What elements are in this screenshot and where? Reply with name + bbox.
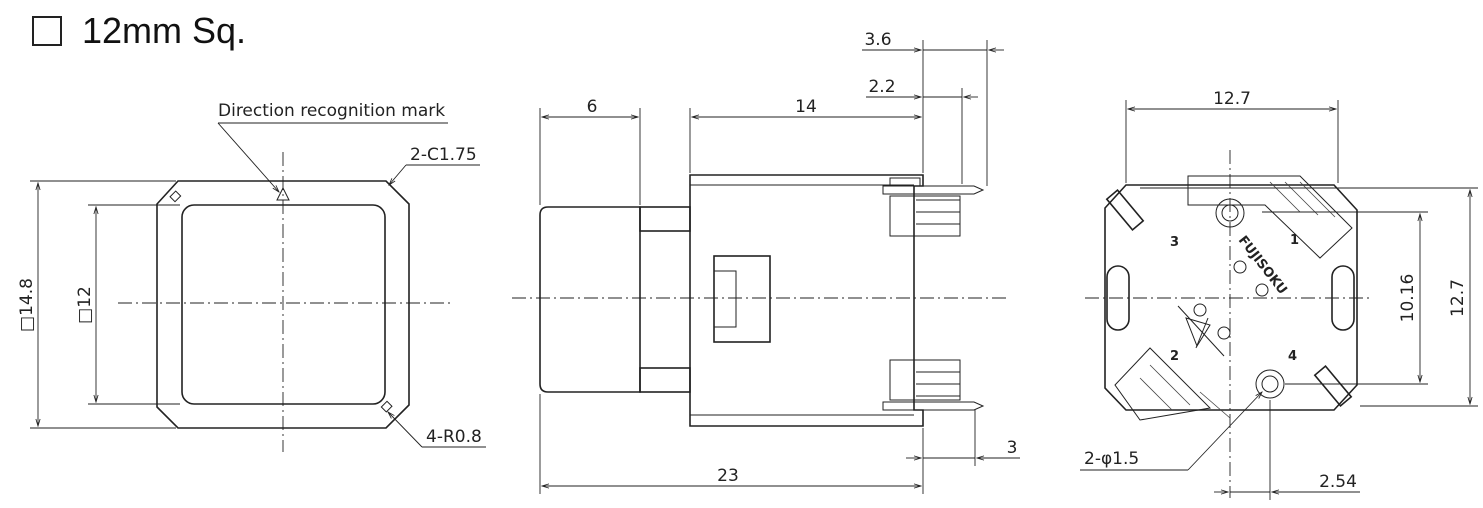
brand-text: FUJISOKU: [1235, 233, 1290, 297]
small-hole: [1193, 303, 1207, 317]
pin-hole-2: [1255, 369, 1285, 399]
radius-leader-arrow: [388, 412, 423, 448]
pin-label-2: 2: [1170, 349, 1179, 364]
page-title: 12mm Sq.: [32, 10, 246, 52]
width-label: 12.7: [1213, 89, 1251, 109]
button-cap: [539, 206, 641, 393]
switch-housing: [689, 174, 924, 427]
title-text: 12mm Sq.: [82, 10, 247, 51]
dim-3-label: 3: [1007, 438, 1018, 458]
outer-bezel-outline: [156, 180, 410, 429]
pin-label-1: 1: [1290, 233, 1299, 248]
chamfer-leader-arrow: [389, 164, 407, 185]
terminal-top-tab: [889, 177, 921, 187]
radius-label: 4-R0.8: [426, 427, 482, 447]
dim-23-label: 23: [717, 466, 739, 486]
side-view: 6 14 3.6 2.2 23 3: [512, 30, 1020, 494]
pin-hole-2-inner: [1261, 375, 1279, 393]
hatch-lines: [1139, 181, 1336, 419]
pitch-label: 10.16: [1398, 274, 1418, 323]
right-slot: [1331, 265, 1355, 331]
pin-label-4: 4: [1288, 349, 1297, 364]
small-hole: [1255, 283, 1269, 297]
pin-hole-1-inner: [1221, 204, 1239, 222]
hole-label: 2-φ1.5: [1084, 449, 1139, 469]
led-diode-icon: [1177, 305, 1225, 357]
dim-2-2-label: 2.2: [868, 77, 895, 97]
upper-housing-block: [1187, 175, 1353, 259]
cap-neck-top: [639, 206, 691, 232]
left-slot: [1106, 265, 1130, 331]
corner-nub: [380, 400, 393, 413]
chamfer-label: 2-C1.75: [410, 145, 477, 165]
direction-mark-label: Direction recognition mark: [218, 101, 445, 121]
small-hole: [1233, 260, 1247, 274]
terminal-bottom: [882, 401, 985, 411]
cap-neck-bottom: [639, 367, 691, 393]
direction-mark-icon: [276, 186, 290, 201]
terminal-pad-3: [1105, 189, 1145, 231]
pin-label-3: 3: [1170, 235, 1179, 250]
lower-housing-block: [1114, 347, 1212, 421]
dim-6-label: 6: [587, 97, 598, 117]
height-label: 12.7: [1448, 279, 1468, 317]
side-window: [713, 255, 771, 343]
square-symbol-icon: [32, 16, 62, 46]
terminal-bottom-body: [889, 359, 961, 401]
pin-spacing-label: 2.54: [1319, 472, 1357, 492]
housing-edge: [690, 184, 914, 416]
terminal-top: [882, 185, 985, 195]
terminal-top-body: [889, 195, 961, 237]
bottom-view: FUJISOKU 1 2 3 4 12.7 12.7 10.16 2.54 2-…: [1080, 89, 1478, 500]
side-window-inner: [713, 270, 737, 328]
outer-size-label: □14.8: [17, 278, 37, 332]
front-view: Direction recognition mark 2-C1.75 4-R0.…: [17, 101, 486, 452]
inner-button-face: [181, 204, 386, 405]
corner-nub: [169, 190, 182, 203]
base-outline: [1104, 184, 1358, 411]
pin-hole-1: [1215, 198, 1245, 228]
small-hole: [1217, 326, 1231, 340]
inner-size-label: □12: [75, 286, 95, 324]
dim-3-6-label: 3.6: [864, 30, 891, 50]
direction-mark-leader-arrow: [217, 122, 279, 192]
terminal-pad-4: [1313, 365, 1353, 407]
hole-leader-arrow: [1187, 392, 1262, 471]
dim-14-label: 14: [795, 97, 817, 117]
